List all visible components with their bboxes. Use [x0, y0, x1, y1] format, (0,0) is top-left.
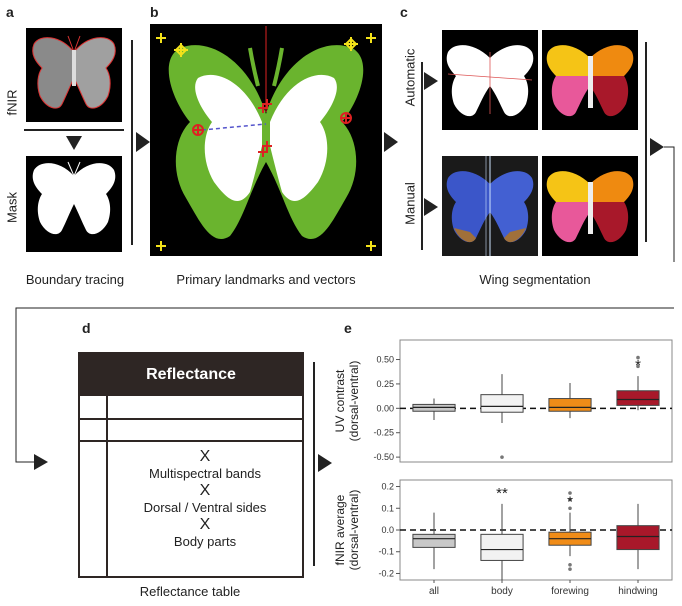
panel-c-letter: c — [400, 4, 408, 20]
corner-markers — [156, 33, 376, 251]
significance-marker: * — [635, 357, 641, 374]
x-tick-label: body — [491, 586, 513, 597]
y-axis-label: (dorsal-ventral) — [347, 361, 361, 442]
y-tick-label: 0.2 — [381, 482, 394, 492]
x-tick-label: all — [429, 586, 439, 597]
y-tick-label: -0.2 — [378, 568, 394, 578]
automatic-mask-butterfly — [446, 45, 534, 117]
fnir-butterfly — [32, 35, 116, 109]
panel-d-caption: Reflectance table — [139, 584, 241, 599]
panel-b-graphics — [150, 24, 382, 256]
panel-c-caption: Wing segmentation — [479, 272, 591, 287]
significance-marker: ** — [496, 485, 508, 502]
outlier-point — [500, 455, 504, 459]
horizontal-vector — [201, 123, 267, 131]
table-row-line — [80, 440, 302, 442]
y-tick-label: -0.25 — [373, 428, 394, 438]
right-arrow-icon — [424, 72, 438, 90]
x-tick-label: hindwing — [618, 586, 657, 597]
y-tick-label: 0.50 — [376, 355, 394, 365]
table-row-line — [80, 418, 302, 420]
outlier-point — [568, 497, 572, 502]
y-axis-label: UV contrast — [333, 369, 347, 432]
table-col-line — [106, 396, 108, 578]
panel-c-graphics — [421, 30, 675, 262]
panel-d-letter: d — [82, 320, 91, 336]
y-axis-label: fNIR average — [333, 494, 347, 565]
reflectance-table: Reflectance X Multispectral bands X Dors… — [78, 352, 304, 578]
y-tick-label: -0.50 — [373, 452, 394, 462]
outlier-point — [568, 506, 572, 511]
y-tick-label: 0.1 — [381, 503, 394, 513]
significance-marker: * — [567, 494, 573, 511]
table-line: X — [199, 516, 211, 533]
y-tick-label: 0.0 — [381, 525, 394, 535]
outlier-point — [568, 491, 572, 495]
panel-a-graphics — [24, 28, 150, 252]
y-tick-label: -0.1 — [378, 547, 394, 557]
panel-b-letter: b — [150, 4, 159, 20]
table-line: Multispectral bands — [149, 466, 261, 481]
reflectance-table-header: Reflectance — [80, 354, 302, 396]
outlier-point — [636, 364, 640, 369]
down-arrow-icon — [66, 136, 82, 150]
panel-b-caption: Primary landmarks and vectors — [176, 272, 356, 287]
mask-butterfly — [32, 161, 116, 235]
y-tick-label: 0.00 — [376, 403, 394, 413]
outlier-point — [568, 567, 572, 571]
landmark-markers — [192, 99, 352, 157]
box — [412, 533, 456, 548]
right-arrow-icon — [34, 454, 48, 470]
table-line: X — [199, 482, 211, 499]
box — [480, 533, 524, 561]
right-arrow-icon — [424, 198, 438, 216]
panel-e-letter: e — [344, 320, 352, 336]
manual-photo-butterfly — [446, 156, 534, 256]
outlier-point — [568, 562, 572, 567]
table-body-text: X Multispectral bands X Dorsal / Ventral… — [108, 448, 302, 550]
box — [616, 525, 660, 551]
table-line: Dorsal / Ventral sides — [143, 500, 267, 515]
green-wing-boundary — [168, 45, 364, 240]
box — [616, 390, 660, 406]
connector-c-to-d — [15, 307, 674, 470]
panel-a-caption: Boundary tracing — [25, 272, 125, 287]
d-bracket — [313, 362, 332, 566]
right-arrow-icon — [136, 132, 150, 152]
automatic-segmented-butterfly — [546, 45, 634, 117]
panel-a-letter: a — [6, 4, 14, 20]
b-to-c-arrow — [384, 132, 398, 152]
right-arrow-icon — [318, 454, 332, 472]
box — [548, 398, 592, 412]
y-tick-label: 0.25 — [376, 379, 394, 389]
x-tick-label: forewing — [551, 586, 589, 597]
manual-segmented-butterfly — [546, 171, 634, 243]
table-line: X — [199, 448, 211, 465]
connector-line — [664, 146, 675, 262]
right-arrow-icon — [384, 132, 398, 152]
y-axis-label: (dorsal-ventral) — [347, 490, 361, 571]
box — [480, 394, 524, 413]
outlier-point — [636, 355, 640, 360]
table-line: Body parts — [173, 534, 237, 549]
right-arrow-icon — [650, 138, 664, 156]
